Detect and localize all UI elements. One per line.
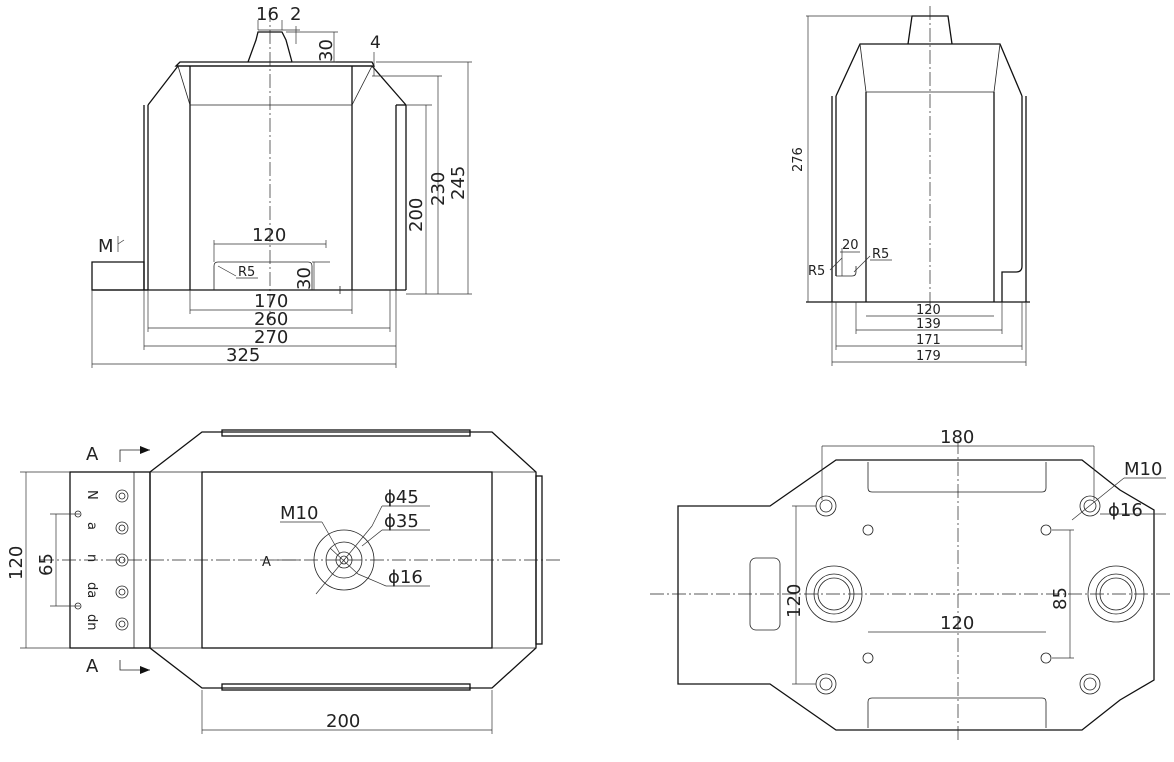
dim-170: 170 (254, 291, 288, 312)
dim-85: 85 (1050, 587, 1071, 610)
dim-4: 4 (370, 33, 381, 53)
dim-20: 20 (842, 238, 859, 253)
dim-276: 276 (791, 147, 806, 172)
dim-top-120: 120 (6, 546, 27, 580)
section-label-a-bottom: A (86, 656, 99, 677)
terminal-letter-n: n (84, 554, 99, 562)
dim-bottom-120-h: 120 (940, 613, 974, 634)
terminal-letter-a: a (84, 522, 99, 530)
terminal-screws (74, 489, 129, 631)
dim-side-120: 120 (916, 303, 941, 318)
dim-r5-left: R5 (808, 264, 825, 279)
dim-139: 139 (916, 317, 941, 332)
top-view: N a n da dn A A 120 65 ϕ45 ϕ3 (6, 429, 560, 734)
terminal-label-m: M (98, 236, 114, 257)
dim-230: 230 (428, 172, 449, 206)
front-view: 16 2 30 4 200 230 245 120 R5 30 (91, 4, 472, 368)
dim-16: 16 (256, 4, 279, 25)
dim-m10: M10 (280, 503, 318, 524)
terminal-letter-da: da (84, 582, 99, 598)
dim-bottom-120-v: 120 (784, 584, 805, 618)
dim-bottom-m10: M10 (1124, 459, 1162, 480)
dim-phi16: ϕ16 (388, 567, 423, 588)
dim-phi45: ϕ45 (384, 487, 419, 508)
terminal-letter-dn: dn (84, 614, 99, 631)
dim-30-top: 30 (316, 39, 337, 62)
arrow-label-a: A (262, 555, 271, 570)
dim-270: 270 (254, 327, 288, 348)
dim-top-200: 200 (326, 711, 360, 732)
dim-r5-right: R5 (872, 247, 889, 262)
dim-120: 120 (252, 225, 286, 246)
dim-245: 245 (448, 166, 469, 200)
small-holes (862, 524, 1052, 664)
dim-171: 171 (916, 333, 941, 348)
bottom-slot (213, 261, 313, 290)
dim-200: 200 (406, 198, 427, 232)
dim-30-slot: 30 (294, 267, 315, 290)
dim-65: 65 (36, 553, 57, 576)
side-view: 276 20 R5 R5 120 139 171 179 (791, 6, 1030, 366)
dim-2: 2 (290, 4, 301, 25)
dim-r5: R5 (238, 265, 255, 280)
center-terminal (313, 529, 375, 591)
side-upper-chamfer (835, 43, 1023, 97)
base-plate-left (91, 261, 145, 291)
upper-chamfer (147, 65, 407, 106)
dim-325: 325 (226, 345, 260, 366)
dim-179: 179 (916, 349, 941, 364)
dim-phi35: ϕ35 (384, 511, 419, 532)
dim-180: 180 (940, 427, 974, 448)
dim-260: 260 (254, 309, 288, 330)
section-label-a-top: A (86, 444, 99, 465)
bottom-view: 180 M10 ϕ16 120 120 85 (650, 427, 1170, 740)
terminal-letter-n-upper: N (84, 490, 99, 500)
dim-bottom-phi16: ϕ16 (1108, 500, 1143, 521)
bushings (805, 565, 1145, 623)
bottom-body-outline (677, 459, 1155, 731)
